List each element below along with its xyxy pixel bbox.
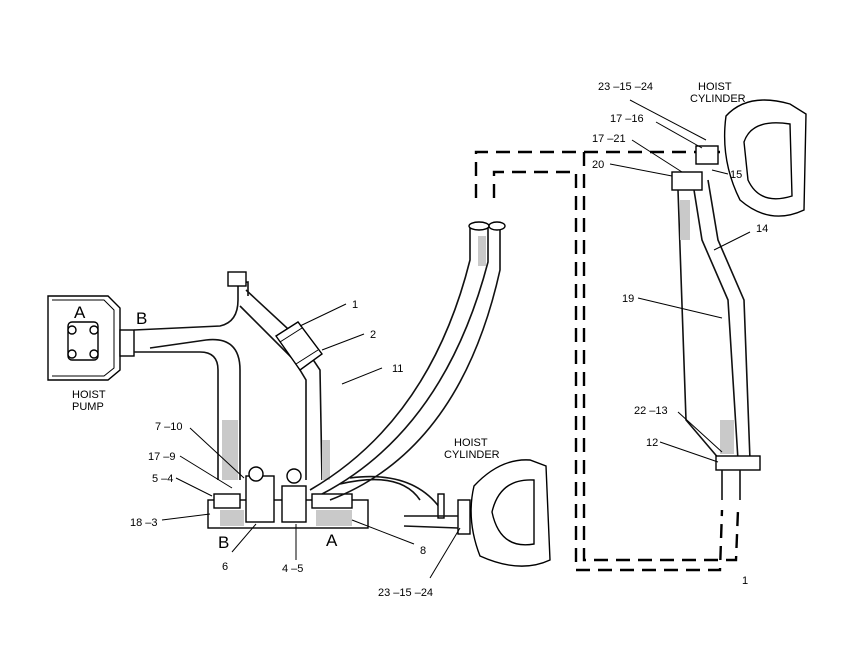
pump-hoses <box>133 271 330 481</box>
hoist-cylinder-right-label-line2: CYLINDER <box>690 93 746 105</box>
callout-2: 2 <box>370 329 376 341</box>
dashed-line <box>474 150 740 572</box>
callout-22-13: 22 –13 <box>634 405 668 417</box>
callout-17-16: 17 –16 <box>610 113 644 125</box>
callout-17-9: 17 –9 <box>148 451 176 463</box>
control-valve <box>207 466 369 529</box>
port-b-valve-label: B <box>218 533 229 552</box>
hoist-cylinder-center-label-line2: CYLINDER <box>444 449 500 461</box>
right-hoist-cylinder <box>671 99 807 500</box>
callout-1-bottom: 1 <box>742 575 748 587</box>
center-hoist-cylinder <box>403 459 551 567</box>
callout-5-4: 5 –4 <box>152 473 173 485</box>
callout-6: 6 <box>222 561 228 573</box>
hose-clamp <box>275 321 323 371</box>
callout-7-10: 7 –10 <box>155 421 183 433</box>
callout-17-21: 17 –21 <box>592 133 626 145</box>
callout-12: 12 <box>646 437 658 449</box>
callout-18-3: 18 –3 <box>130 517 158 529</box>
callout-11: 11 <box>392 363 403 375</box>
callout-19: 19 <box>622 293 634 305</box>
port-a-valve-label: A <box>326 531 338 550</box>
callout-1-top: 1 <box>352 299 358 311</box>
hoist-pump-label-line1: HOIST <box>72 389 106 401</box>
callout-4-5: 4 –5 <box>282 563 303 575</box>
callout-8: 8 <box>420 545 426 557</box>
callout-14: 14 <box>756 223 768 235</box>
callout-23-15-24-bottom: 23 –15 –24 <box>378 587 433 599</box>
hoist-pump <box>47 295 135 381</box>
leader-lines <box>161 99 751 579</box>
callout-20: 20 <box>592 159 604 171</box>
callout-23-15-24-top: 23 –15 –24 <box>598 81 653 93</box>
hoist-pump-label-line2: PUMP <box>72 401 104 413</box>
hoist-cylinder-right-label-line1: HOIST <box>698 81 732 93</box>
callout-15: 15 <box>730 169 742 181</box>
port-b-pump-label: B <box>136 309 147 328</box>
hoist-cylinder-center-label-line1: HOIST <box>454 437 488 449</box>
long-hoses <box>309 221 506 509</box>
port-a-pump-label: A <box>74 303 86 322</box>
